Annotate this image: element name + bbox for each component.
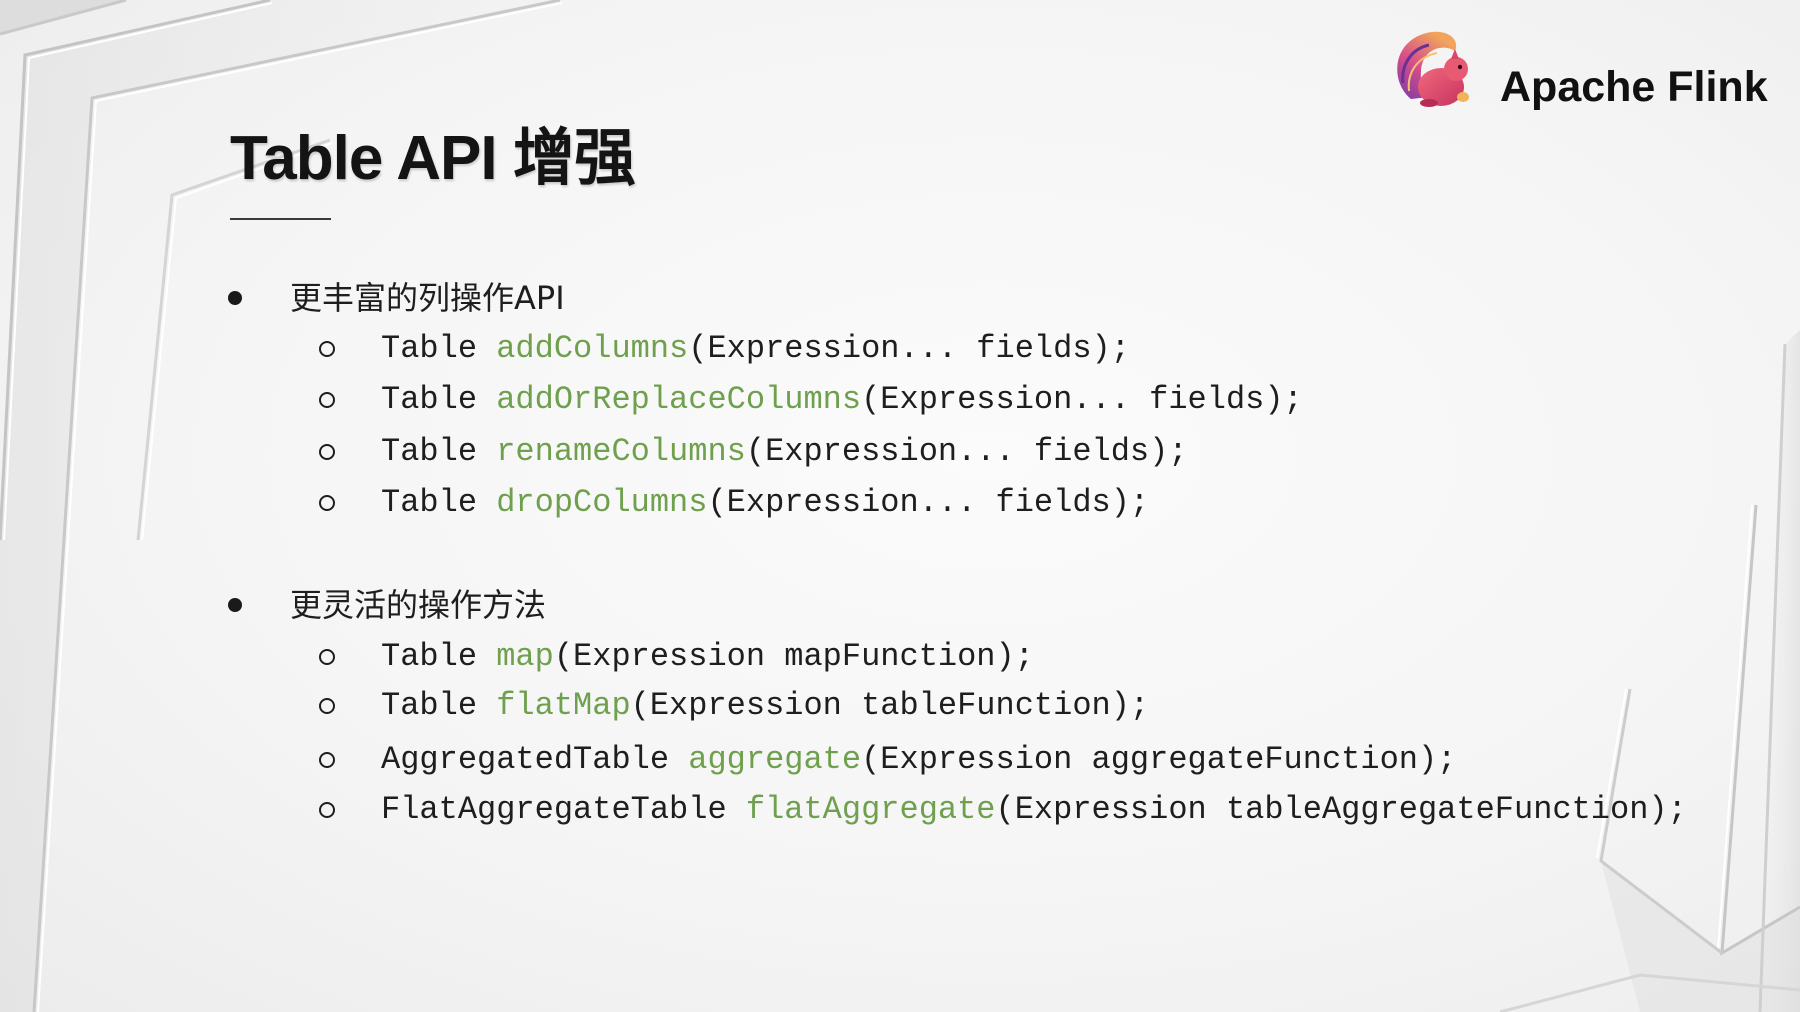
method-args: (Expression tableFunction); xyxy=(630,687,1150,724)
hollow-bullet-icon xyxy=(319,341,335,357)
frame-line xyxy=(1717,504,1753,951)
hollow-bullet-icon xyxy=(319,802,335,818)
frame-band xyxy=(1760,330,1800,1012)
api-signature-item: Table addOrReplaceColumns(Expression... f… xyxy=(0,380,1800,420)
method-signature: Table dropColumns(Expression... fields); xyxy=(381,483,1149,523)
api-signature-item: Table flatMap(Expression tableFunction); xyxy=(0,686,1800,726)
api-signature-item: Table addColumns(Expression... fields); xyxy=(0,329,1800,369)
hollow-bullet-icon xyxy=(319,752,335,768)
frame-line xyxy=(141,142,333,541)
api-signature-item: Table map(Expression mapFunction); xyxy=(0,637,1800,677)
frame-line xyxy=(1758,343,1787,1012)
api-signature-item: AggregatedTable aggregate(Expression aggr… xyxy=(0,740,1800,780)
method-name: dropColumns xyxy=(496,484,708,521)
frame-line xyxy=(1599,688,1723,955)
frame-line xyxy=(3,2,273,541)
frame-band xyxy=(0,0,560,1012)
hollow-bullet-icon xyxy=(319,698,335,714)
frame-line xyxy=(32,0,561,1012)
method-args: (Expression aggregateFunction); xyxy=(861,741,1457,778)
left-frame xyxy=(0,0,563,1012)
brand-name: Apache Flink xyxy=(1500,63,1768,111)
method-signature: Table flatMap(Expression tableFunction); xyxy=(381,686,1149,726)
page-title: Table API 增强 xyxy=(230,124,636,193)
method-args: (Expression... fields); xyxy=(707,484,1150,521)
flink-squirrel-logo-icon xyxy=(1397,31,1469,107)
section-heading-row: 更丰富的列操作API xyxy=(0,278,1800,318)
section-heading: 更灵活的操作方法 xyxy=(290,586,547,624)
return-type: FlatAggregateTable xyxy=(381,791,727,828)
api-signature-item: Table renameColumns(Expression... fields)… xyxy=(0,432,1800,472)
filled-bullet-icon xyxy=(228,291,242,305)
section-heading: 更丰富的列操作API xyxy=(290,279,565,317)
hollow-bullet-icon xyxy=(319,649,335,665)
method-name: aggregate xyxy=(688,741,862,778)
method-name: map xyxy=(496,638,554,675)
method-signature: Table renameColumns(Expression... fields)… xyxy=(381,432,1188,472)
frame-line xyxy=(0,0,127,36)
method-signature: Table addOrReplaceColumns(Expression... f… xyxy=(381,380,1303,420)
filled-bullet-icon xyxy=(228,598,242,612)
method-args: (Expression... fields); xyxy=(861,381,1303,418)
method-signature: AggregatedTable aggregate(Expression aggr… xyxy=(381,740,1456,780)
frame-line xyxy=(136,138,331,541)
return-type: Table xyxy=(381,484,478,521)
return-type: Table xyxy=(381,638,478,675)
frame-line xyxy=(1499,973,1800,1012)
method-args: (Expression... fields); xyxy=(745,433,1188,470)
method-args: (Expression... fields); xyxy=(688,330,1130,367)
section-heading-row: 更灵活的操作方法 xyxy=(0,585,1800,625)
title-underline xyxy=(230,218,331,220)
method-name: flatMap xyxy=(496,687,631,724)
frame-band xyxy=(1601,861,1800,1012)
hollow-bullet-icon xyxy=(319,495,335,511)
method-name: renameColumns xyxy=(496,433,746,470)
return-type: Table xyxy=(381,330,478,367)
frame-line xyxy=(37,2,563,1012)
right-frame xyxy=(1499,330,1800,1012)
method-args: (Expression tableAggregateFunction); xyxy=(995,791,1687,828)
return-type: Table xyxy=(381,687,478,724)
method-name: addColumns xyxy=(496,330,689,367)
api-signature-item: FlatAggregateTable flatAggregate(Expressi… xyxy=(0,790,1800,830)
hollow-bullet-icon xyxy=(319,392,335,408)
method-signature: FlatAggregateTable flatAggregate(Expressi… xyxy=(381,790,1687,830)
return-type: Table xyxy=(381,381,478,418)
frame-line xyxy=(1596,688,1627,859)
method-args: (Expression mapFunction); xyxy=(553,638,1034,675)
frame-line xyxy=(0,0,271,541)
hollow-bullet-icon xyxy=(319,444,335,460)
return-type: Table xyxy=(381,433,478,470)
method-name: addOrReplaceColumns xyxy=(496,381,862,418)
method-signature: Table map(Expression mapFunction); xyxy=(381,637,1034,677)
api-signature-item: Table dropColumns(Expression... fields); xyxy=(0,483,1800,523)
method-signature: Table addColumns(Expression... fields); xyxy=(381,329,1130,369)
return-type: AggregatedTable xyxy=(381,741,670,778)
method-name: flatAggregate xyxy=(745,791,996,828)
